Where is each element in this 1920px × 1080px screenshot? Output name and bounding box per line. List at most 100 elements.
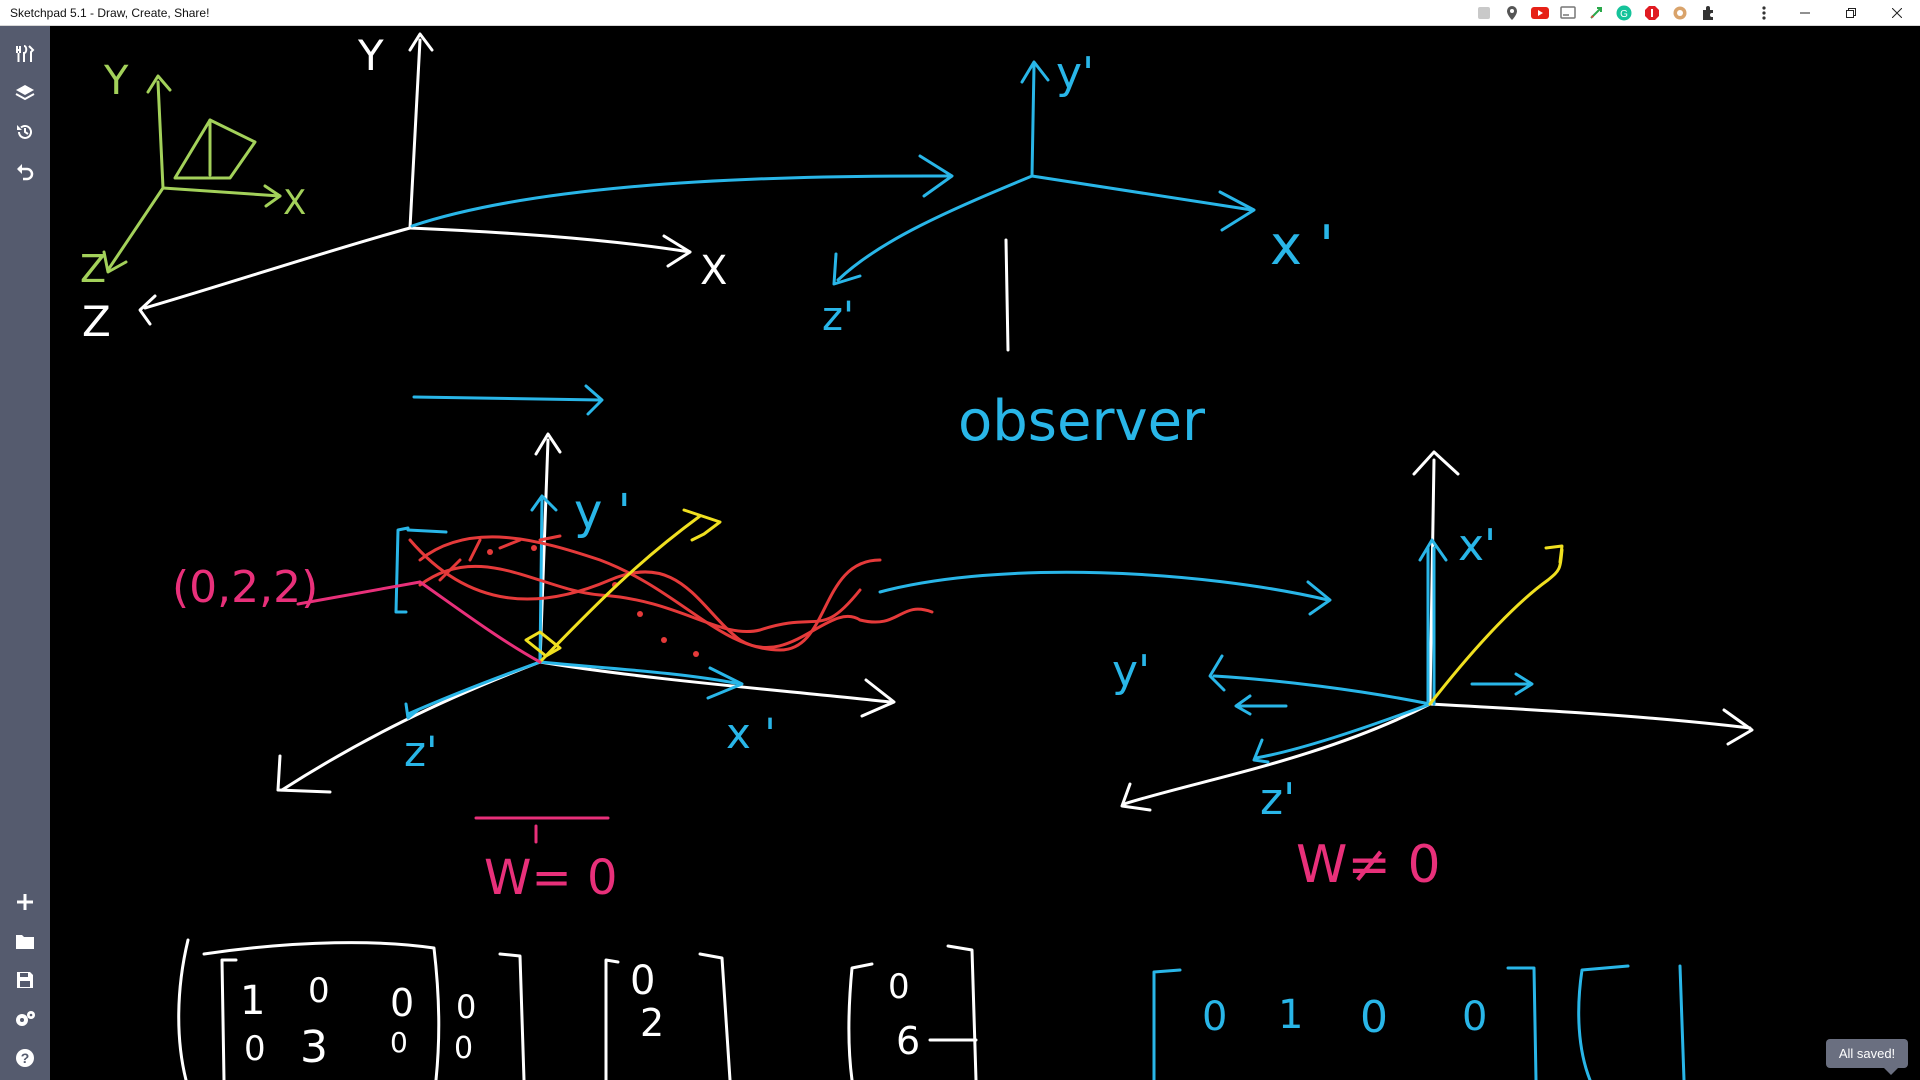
red-waves	[408, 534, 934, 652]
svg-text:y': y'	[1112, 646, 1150, 697]
svg-text:6: 6	[896, 1019, 920, 1063]
tools-button[interactable]	[0, 36, 50, 72]
cyan-axes-right	[1208, 538, 1534, 764]
history-icon	[17, 124, 32, 139]
cyan-matrix-values: 0 1 0 0	[1202, 992, 1487, 1043]
extensions-icon[interactable]	[1698, 3, 1718, 23]
white-axes-top	[138, 32, 692, 326]
settings-button[interactable]	[0, 1001, 50, 1037]
cyan-axis-labels-mid: y ' z' x '	[404, 484, 776, 776]
white-matrix-values: 1 0 0 0 0 3 0 0 0 2 0 6	[240, 958, 920, 1073]
white-vertical-line	[1004, 238, 1010, 352]
svg-text:x ': x '	[1270, 214, 1334, 277]
new-icon	[17, 894, 33, 910]
white-matrices	[177, 938, 978, 1080]
green-axes	[102, 74, 282, 274]
cast-icon[interactable]	[1558, 3, 1578, 23]
svg-text:1: 1	[240, 978, 265, 1024]
svg-text:Y: Y	[103, 58, 129, 104]
help-button[interactable]: ?	[0, 1040, 50, 1076]
svg-text:0: 0	[888, 967, 910, 1007]
svg-text:x ': x '	[726, 709, 776, 758]
rocket-icon[interactable]	[1586, 3, 1606, 23]
svg-text:0: 0	[390, 981, 414, 1025]
svg-text:X: X	[700, 248, 727, 294]
svg-text:0: 0	[456, 988, 476, 1026]
svg-text:?: ?	[21, 1050, 30, 1066]
svg-text:(0,2,2): (0,2,2)	[172, 562, 318, 613]
tools-icon	[16, 45, 35, 62]
grammarly-icon[interactable]: G	[1614, 3, 1634, 23]
layers-icon	[15, 85, 35, 101]
close-button[interactable]	[1874, 0, 1920, 26]
pink-bar	[474, 816, 610, 844]
green-axis-labels: Y X Z	[80, 58, 306, 291]
svg-text:3: 3	[300, 1022, 328, 1073]
svg-text:Z: Z	[80, 247, 106, 291]
svg-text:z': z'	[404, 727, 438, 776]
white-axis-labels-top: Y X Z	[82, 31, 727, 346]
history-button[interactable]	[0, 114, 50, 150]
help-icon: ?	[16, 1049, 34, 1067]
cyan-matrix	[1152, 964, 1686, 1080]
layers-button[interactable]	[0, 75, 50, 111]
svg-text:y ': y '	[574, 484, 631, 540]
svg-text:W= 0: W= 0	[484, 850, 617, 906]
adblock-icon[interactable]	[1642, 3, 1662, 23]
yellow-vector-right	[1428, 544, 1564, 706]
svg-text:0: 0	[454, 1031, 473, 1066]
svg-text:X: X	[283, 183, 306, 223]
svg-text:Z: Z	[82, 297, 111, 346]
open-button[interactable]	[0, 923, 50, 959]
new-button[interactable]	[0, 884, 50, 920]
cyan-direction-arrow	[412, 384, 604, 416]
white-axes-right	[1120, 450, 1754, 812]
undo-button[interactable]	[0, 153, 50, 189]
open-folder-icon	[16, 935, 34, 949]
pink-labels: (0,2,2) W= 0 W≠ 0	[172, 562, 1441, 906]
save-icon	[17, 972, 33, 988]
svg-text:0: 0	[390, 1026, 408, 1059]
menu-dots-icon[interactable]	[1754, 3, 1774, 23]
svg-text:0: 0	[1202, 994, 1227, 1040]
cookie-icon[interactable]	[1670, 3, 1690, 23]
cyan-axis-labels-top: y' x ' z' observer	[822, 48, 1334, 454]
minimize-button[interactable]	[1782, 0, 1828, 26]
cyan-transform-top	[410, 60, 1256, 286]
svg-text:Y: Y	[357, 31, 384, 80]
pink-coordinate-mark	[296, 580, 542, 664]
window-title: Sketchpad 5.1 - Draw, Create, Share!	[10, 6, 210, 20]
svg-text:y': y'	[1056, 48, 1094, 99]
svg-text:z': z'	[822, 294, 854, 340]
cyan-axes-mid	[394, 494, 1332, 720]
minimize-icon	[1800, 12, 1810, 14]
save-status-text: All saved!	[1838, 1046, 1896, 1061]
cyan-axis-labels-right: x' y' z'	[1112, 520, 1496, 825]
undo-icon	[17, 164, 34, 181]
svg-text:0: 0	[244, 1029, 266, 1069]
youtube-icon[interactable]	[1530, 3, 1550, 23]
svg-text:0: 0	[630, 958, 655, 1004]
svg-text:0: 0	[1462, 994, 1487, 1040]
svg-text:z': z'	[1260, 774, 1295, 825]
svg-text:x': x'	[1458, 520, 1496, 571]
restore-button[interactable]	[1828, 0, 1874, 26]
drawing-canvas[interactable]: Y X Z Y X Z	[50, 26, 1920, 1080]
window-titlebar: Sketchpad 5.1 - Draw, Create, Share! G	[0, 0, 1920, 26]
save-button[interactable]	[0, 962, 50, 998]
puzzle-gray-icon[interactable]	[1474, 3, 1494, 23]
settings-icon	[16, 1011, 35, 1026]
map-pin-icon[interactable]	[1502, 3, 1522, 23]
svg-text:2: 2	[640, 1001, 664, 1045]
svg-text:0: 0	[308, 971, 330, 1011]
yellow-vector-mid	[524, 508, 722, 664]
svg-text:G: G	[1620, 9, 1628, 20]
svg-text:0: 0	[1360, 992, 1388, 1043]
svg-text:1: 1	[1278, 992, 1303, 1038]
save-status-toast: All saved!	[1826, 1039, 1908, 1075]
sketch-strokes: Y X Z Y X Z	[80, 31, 1754, 1080]
svg-text:W≠ 0: W≠ 0	[1296, 835, 1441, 895]
svg-text:observer: observer	[958, 389, 1206, 454]
restore-icon	[1846, 8, 1856, 18]
close-icon	[1892, 8, 1902, 18]
